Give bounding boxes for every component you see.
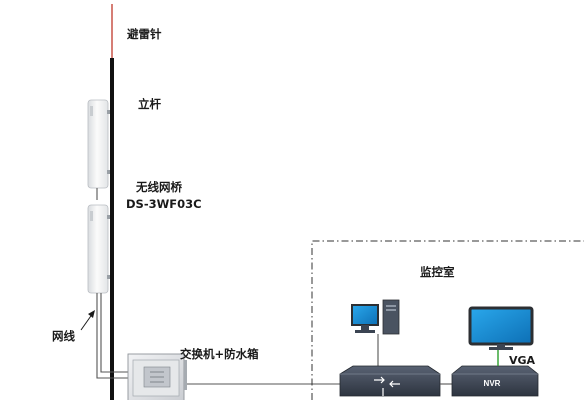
arrow-icon — [80, 310, 95, 331]
pole — [110, 58, 114, 400]
wireless-bridge-icon — [87, 204, 110, 294]
bridge-name-label: 无线网桥 — [135, 180, 182, 194]
network-switch-icon — [339, 365, 441, 397]
switch-box-label: 交换机+防水箱 — [180, 347, 259, 361]
wireless-bridge-icon — [87, 99, 110, 189]
nvr-device-icon: NVR — [451, 365, 539, 397]
network-cable — [96, 188, 135, 379]
monitor-room-frame — [311, 240, 584, 400]
monitor-icon — [468, 306, 534, 350]
pole-label: 立杆 — [138, 97, 161, 111]
bridge-model-label: DS-3WF03C — [126, 197, 202, 211]
vga-label: VGA — [509, 354, 536, 367]
nvr-label: NVR — [484, 379, 501, 388]
waterproof-box-icon — [127, 353, 187, 400]
network-cable-label: 网线 — [52, 329, 75, 343]
desktop-computer-icon — [351, 299, 400, 335]
monitor-room-label: 监控室 — [420, 265, 455, 279]
lightning-rod-label: 避雷针 — [127, 27, 162, 41]
